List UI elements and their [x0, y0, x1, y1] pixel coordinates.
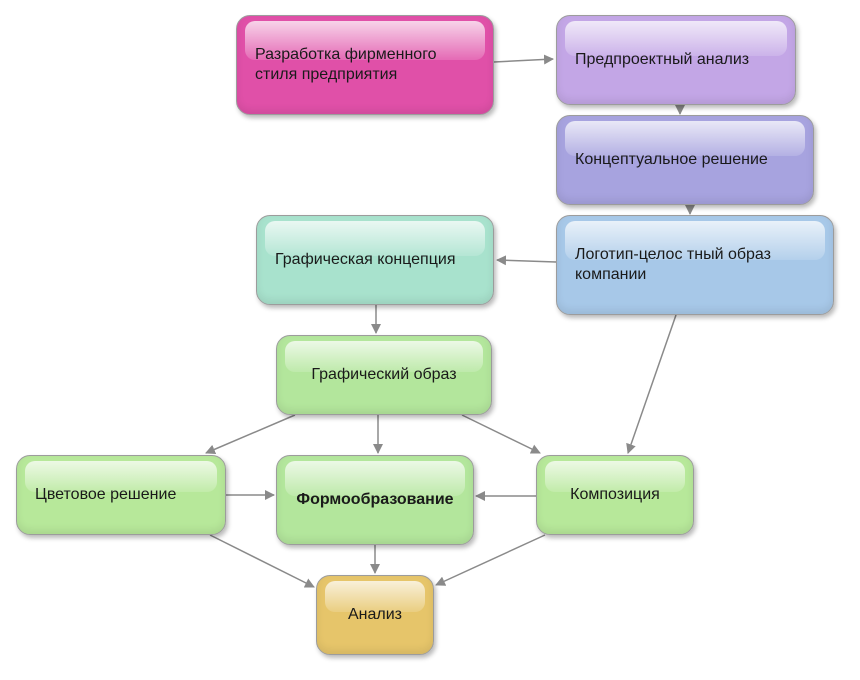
- node-label: Графический образ: [311, 366, 457, 383]
- node-brand-style-development[interactable]: Разработка фирменного стиля предприятия: [236, 15, 494, 115]
- edge-brand-pre: [493, 54, 554, 65]
- edge-logo-comp: [626, 314, 677, 454]
- node-analysis[interactable]: Анализ: [316, 575, 434, 655]
- node-label: Графическая концепция: [275, 251, 456, 268]
- node-label: Логотип-целос тный образ компании: [575, 246, 771, 283]
- node-label: Композиция: [570, 486, 660, 503]
- node-graphic-image[interactable]: Графический образ: [276, 335, 492, 415]
- node-conceptual-solution[interactable]: Концептуальное решение: [556, 115, 814, 205]
- edge-logo-gconcept: [496, 255, 557, 266]
- node-label: Анализ: [347, 606, 402, 623]
- node-label: Предпроектный анализ: [575, 51, 750, 68]
- edge-gimage-comp: [461, 414, 541, 454]
- edge-gimage-color: [205, 414, 296, 455]
- node-label: Концептуальное решение: [575, 151, 768, 168]
- node-label: Формообразование: [296, 491, 454, 508]
- node-color-solution[interactable]: Цветовое решение: [16, 455, 226, 535]
- node-graphic-concept[interactable]: Графическая концепция: [256, 215, 494, 305]
- node-logo[interactable]: Логотип-целос тный образ компании: [556, 215, 834, 315]
- node-form-shaping[interactable]: Формообразование: [276, 455, 474, 545]
- node-composition[interactable]: Композиция: [536, 455, 694, 535]
- node-label: Цветовое решение: [35, 486, 177, 503]
- node-pre-project-analysis[interactable]: Предпроектный анализ: [556, 15, 796, 105]
- node-label: Разработка фирменного стиля предприятия: [255, 46, 437, 83]
